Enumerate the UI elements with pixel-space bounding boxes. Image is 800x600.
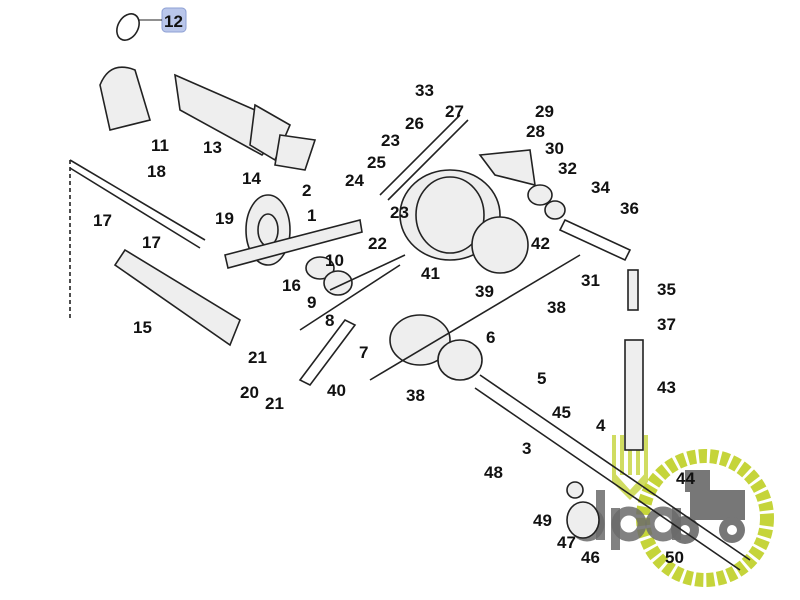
callout[interactable]: 19 [215,209,234,228]
callout[interactable]: 7 [359,343,368,362]
callout[interactable]: 1 [307,206,316,225]
callout-12[interactable]: 12 [164,12,183,31]
callout[interactable]: 50 [665,548,684,567]
callout[interactable]: 21 [248,348,267,367]
callout[interactable]: 21 [265,394,284,413]
callout[interactable]: 29 [535,102,554,121]
callout[interactable]: 2 [302,181,311,200]
callout[interactable]: 25 [367,153,386,172]
callout[interactable]: 31 [581,271,600,290]
callout[interactable]: 17 [142,233,161,252]
callout[interactable]: 23 [390,203,409,222]
callout[interactable]: 28 [526,122,545,141]
callout[interactable]: 35 [657,280,676,299]
callout[interactable]: 41 [421,264,440,283]
callout[interactable]: 24 [345,171,364,190]
callout[interactable]: 42 [531,234,550,253]
callout[interactable]: 5 [537,369,546,388]
callout[interactable]: 40 [327,381,346,400]
callout[interactable]: 6 [486,328,495,347]
callout[interactable]: 43 [657,378,676,397]
callout[interactable]: 18 [147,162,166,181]
callout[interactable]: 16 [282,276,301,295]
callout[interactable]: 23 [381,131,400,150]
callout[interactable]: 13 [203,138,222,157]
callout[interactable]: 22 [368,234,387,253]
callout[interactable]: 32 [558,159,577,178]
callout[interactable]: 10 [325,251,344,270]
callout-labels: 12 11 13 14 18 17 17 2 1 19 16 15 21 20 … [93,12,695,567]
callout[interactable]: 30 [545,139,564,158]
callout[interactable]: 34 [591,178,610,197]
callout[interactable]: 33 [415,81,434,100]
callout[interactable]: 9 [307,293,316,312]
callout[interactable]: 4 [596,416,606,435]
dpa-logo [569,435,774,587]
callout[interactable]: 14 [242,169,261,188]
callout[interactable]: 27 [445,102,464,121]
callout[interactable]: 11 [151,136,169,155]
callout[interactable]: 44 [676,469,695,488]
callout[interactable]: 49 [533,511,552,530]
callout[interactable]: 8 [325,311,334,330]
callout[interactable]: 38 [547,298,566,317]
callout[interactable]: 45 [552,403,571,422]
callout[interactable]: 15 [133,318,152,337]
callout[interactable]: 48 [484,463,503,482]
callout[interactable]: 46 [581,548,600,567]
part-drawings [69,13,751,571]
callout[interactable]: 38 [406,386,425,405]
callout[interactable]: 47 [557,533,576,552]
callout[interactable]: 20 [240,383,259,402]
callout[interactable]: 3 [522,439,531,458]
callout[interactable]: 17 [93,211,112,230]
callout[interactable]: 39 [475,282,494,301]
callout[interactable]: 36 [620,199,639,218]
callout[interactable]: 37 [657,315,676,334]
callout[interactable]: 26 [405,114,424,133]
